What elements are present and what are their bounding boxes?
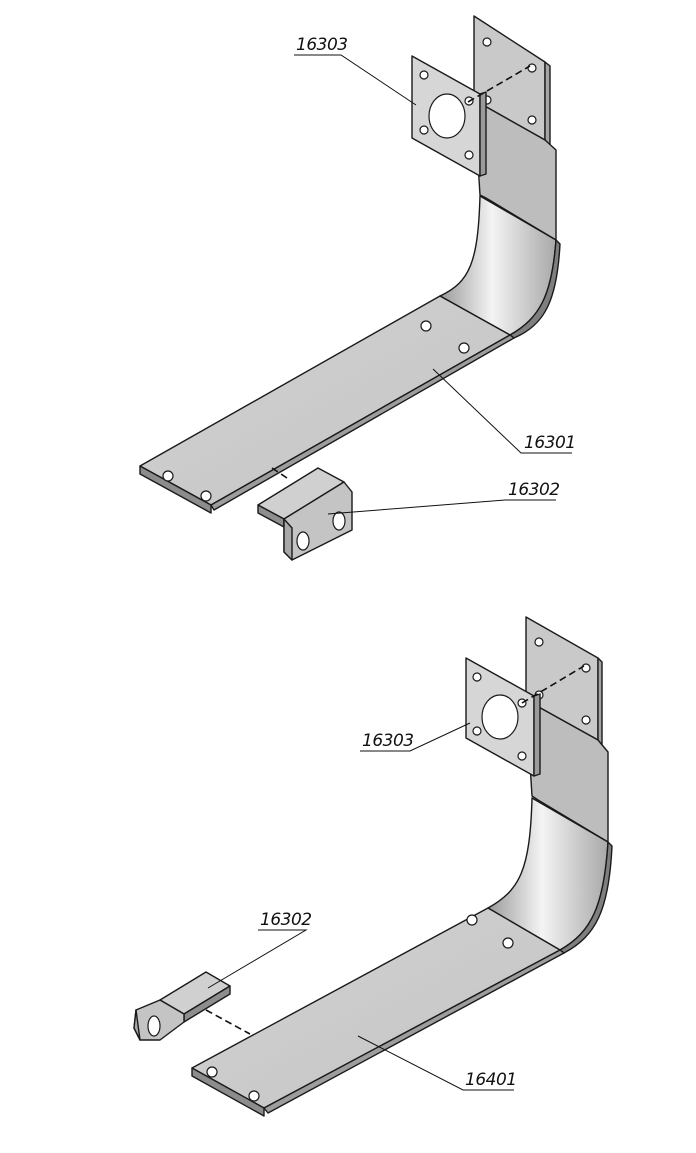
leader-line <box>294 54 417 106</box>
part-label-clip: 16302 <box>508 480 560 500</box>
part-label-clip: 16302 <box>260 910 312 930</box>
assembly-axis-line <box>467 65 531 103</box>
flange-16303 <box>411 55 487 177</box>
leader-line <box>327 499 556 515</box>
assembly-axis-line <box>521 665 585 704</box>
assembly-axis-line <box>205 1009 251 1035</box>
bracket-16401 <box>191 616 613 1117</box>
part-label-flange: 16303 <box>296 35 348 55</box>
leader-line <box>360 722 471 752</box>
part-label-bracket: 16401 <box>465 1070 517 1090</box>
flange-16303 <box>465 657 541 777</box>
clip-16302 <box>133 971 231 1041</box>
bracket-16301 <box>139 15 561 514</box>
clip-16302 <box>257 467 353 561</box>
leader-line <box>357 1035 514 1091</box>
part-label-bracket: 16301 <box>524 433 576 453</box>
assembly-1: 16303 16301 16302 <box>139 15 576 561</box>
assembly-2: 16303 16302 16401 <box>133 616 613 1117</box>
part-label-flange: 16303 <box>362 731 414 751</box>
leader-line <box>432 368 572 454</box>
leader-line <box>207 929 308 989</box>
assembly-axis-line <box>271 467 291 481</box>
